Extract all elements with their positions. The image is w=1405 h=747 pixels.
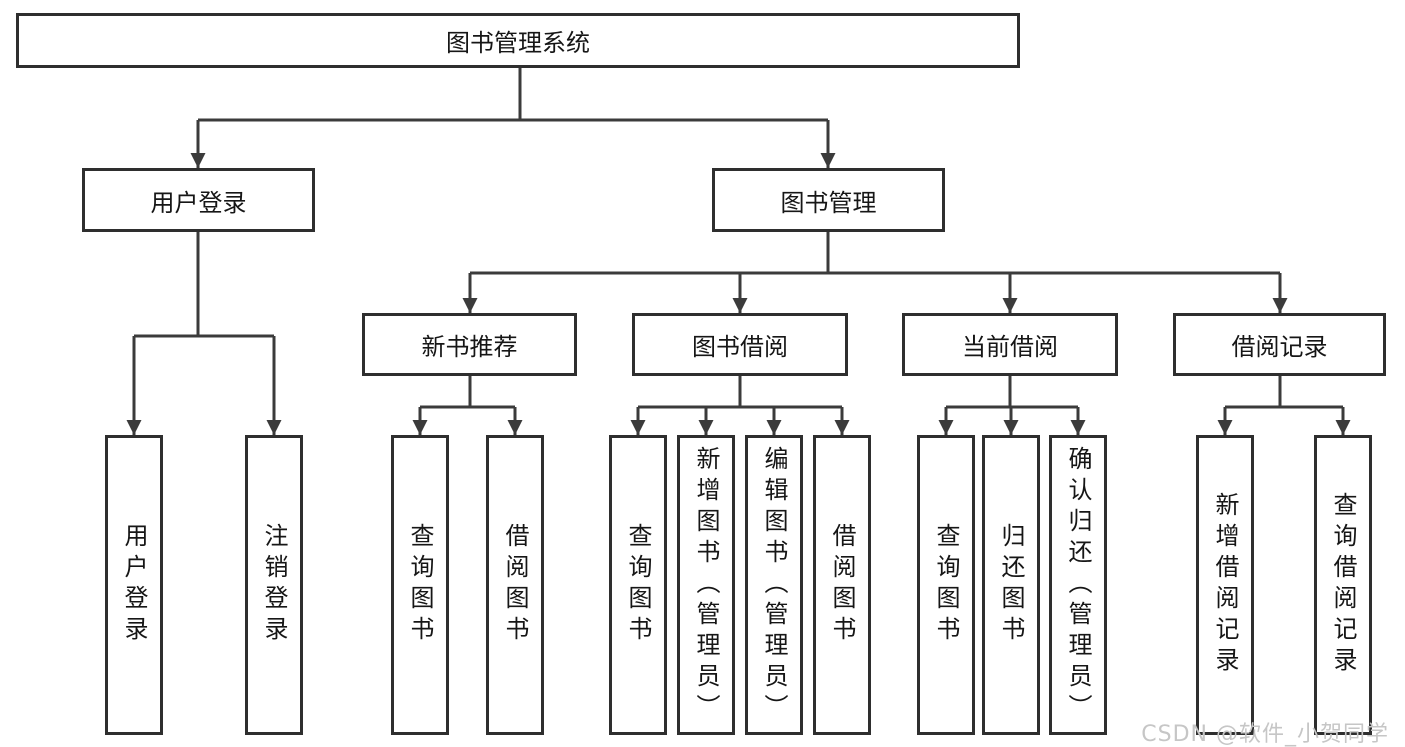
leaf-query-borrow-record: 查询借阅记录 bbox=[1314, 435, 1372, 735]
leaf-user-login-label: 用户登录 bbox=[120, 523, 148, 647]
leaf-borrow-book-2: 借阅图书 bbox=[813, 435, 871, 735]
leaf-add-borrow-record-label: 新增借阅记录 bbox=[1211, 492, 1239, 678]
node-borrowing-records: 借阅记录 bbox=[1173, 313, 1386, 376]
leaf-query-book-2-label: 查询图书 bbox=[624, 523, 652, 647]
leaf-confirm-return-admin: 确认归还（管理员） bbox=[1049, 435, 1107, 735]
csdn-watermark: CSDN @软件_小贺同学 bbox=[1141, 722, 1389, 747]
leaf-return-book: 归还图书 bbox=[982, 435, 1040, 735]
leaf-return-book-label: 归还图书 bbox=[997, 523, 1025, 647]
leaf-query-book-1: 查询图书 bbox=[391, 435, 449, 735]
node-book-management: 图书管理 bbox=[712, 168, 945, 232]
leaf-logout-label: 注销登录 bbox=[260, 523, 288, 647]
node-new-book-recommendation: 新书推荐 bbox=[362, 313, 577, 376]
leaf-edit-book-admin-label: 编辑图书（管理员） bbox=[760, 445, 788, 725]
leaf-query-book-3: 查询图书 bbox=[917, 435, 975, 735]
leaf-logout: 注销登录 bbox=[245, 435, 303, 735]
node-book-borrowing: 图书借阅 bbox=[632, 313, 848, 376]
leaf-query-book-3-label: 查询图书 bbox=[932, 523, 960, 647]
leaf-query-book-1-label: 查询图书 bbox=[406, 523, 434, 647]
leaf-borrow-book-1-label: 借阅图书 bbox=[501, 523, 529, 647]
node-current-borrowing: 当前借阅 bbox=[902, 313, 1118, 376]
leaf-query-book-2: 查询图书 bbox=[609, 435, 667, 735]
node-user-login: 用户登录 bbox=[82, 168, 315, 232]
leaf-query-borrow-record-label: 查询借阅记录 bbox=[1329, 492, 1357, 678]
leaf-add-borrow-record: 新增借阅记录 bbox=[1196, 435, 1254, 735]
node-root-title: 图书管理系统 bbox=[16, 13, 1020, 68]
leaf-edit-book-admin: 编辑图书（管理员） bbox=[745, 435, 803, 735]
leaf-add-book-admin: 新增图书（管理员） bbox=[677, 435, 735, 735]
leaf-user-login: 用户登录 bbox=[105, 435, 163, 735]
leaf-confirm-return-admin-label: 确认归还（管理员） bbox=[1064, 445, 1092, 725]
leaf-borrow-book-2-label: 借阅图书 bbox=[828, 523, 856, 647]
leaf-add-book-admin-label: 新增图书（管理员） bbox=[692, 445, 720, 725]
leaf-borrow-book-1: 借阅图书 bbox=[486, 435, 544, 735]
